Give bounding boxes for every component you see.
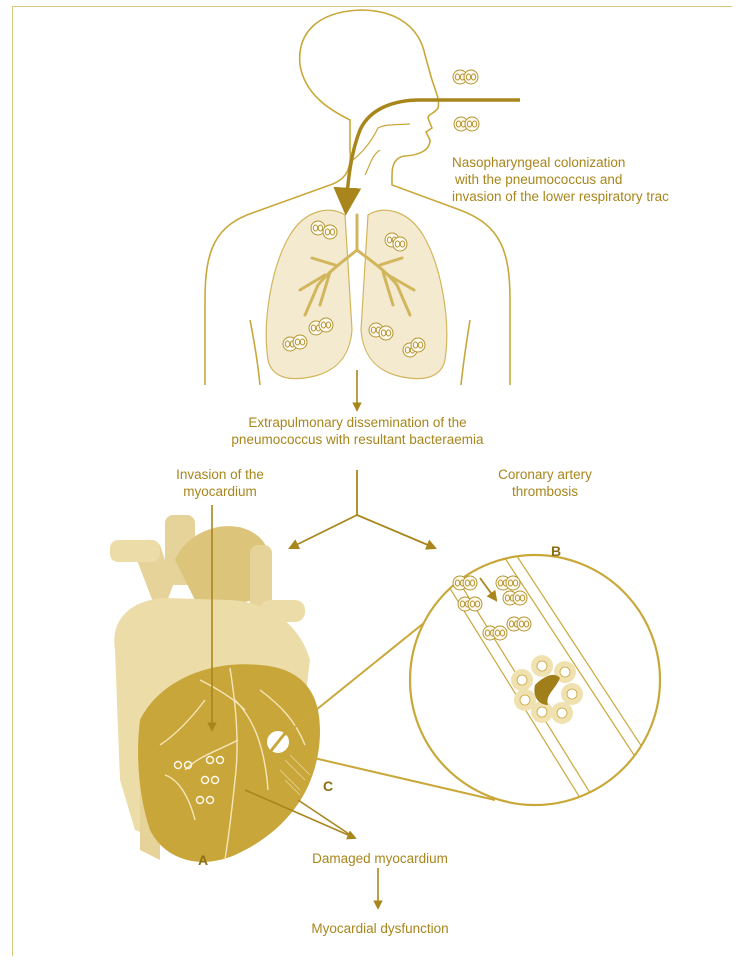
label-dissemination-line1: Extrapulmonary dissemination of the — [195, 414, 520, 431]
heart — [110, 515, 320, 862]
magnified-artery-circle — [410, 515, 680, 830]
label-invasion-line2: myocardium — [150, 483, 290, 500]
label-dissemination-line2: pneumococcus with resultant bacteraemia — [195, 431, 520, 448]
label-invasion-line1: Invasion of the — [150, 466, 290, 483]
label-nasopharyngeal-line3: invasion of the lower respiratory trac — [452, 188, 734, 205]
split-arrow — [290, 470, 435, 548]
label-nasopharyngeal-line1: Nasopharyngeal colonization — [452, 154, 625, 171]
label-myocardial-dysfunction: Myocardial dysfunction — [280, 920, 480, 937]
label-thrombosis-line2: thrombosis — [470, 483, 620, 500]
label-thrombosis-line1: Coronary artery — [470, 466, 620, 483]
label-nasopharyngeal: Nasopharyngeal colonization with the pne… — [452, 154, 625, 188]
label-dissemination: Extrapulmonary dissemination of the pneu… — [195, 414, 520, 448]
lungs — [266, 210, 446, 378]
label-invasion: Invasion of the myocardium — [150, 466, 290, 500]
label-thrombosis: Coronary artery thrombosis — [470, 466, 620, 500]
letter-c: C — [323, 778, 333, 794]
label-nasopharyngeal-line2: with the pneumococcus and — [452, 171, 625, 188]
label-damaged-myocardium: Damaged myocardium — [285, 850, 475, 867]
letter-a: A — [198, 852, 208, 868]
letter-b: B — [551, 543, 561, 559]
